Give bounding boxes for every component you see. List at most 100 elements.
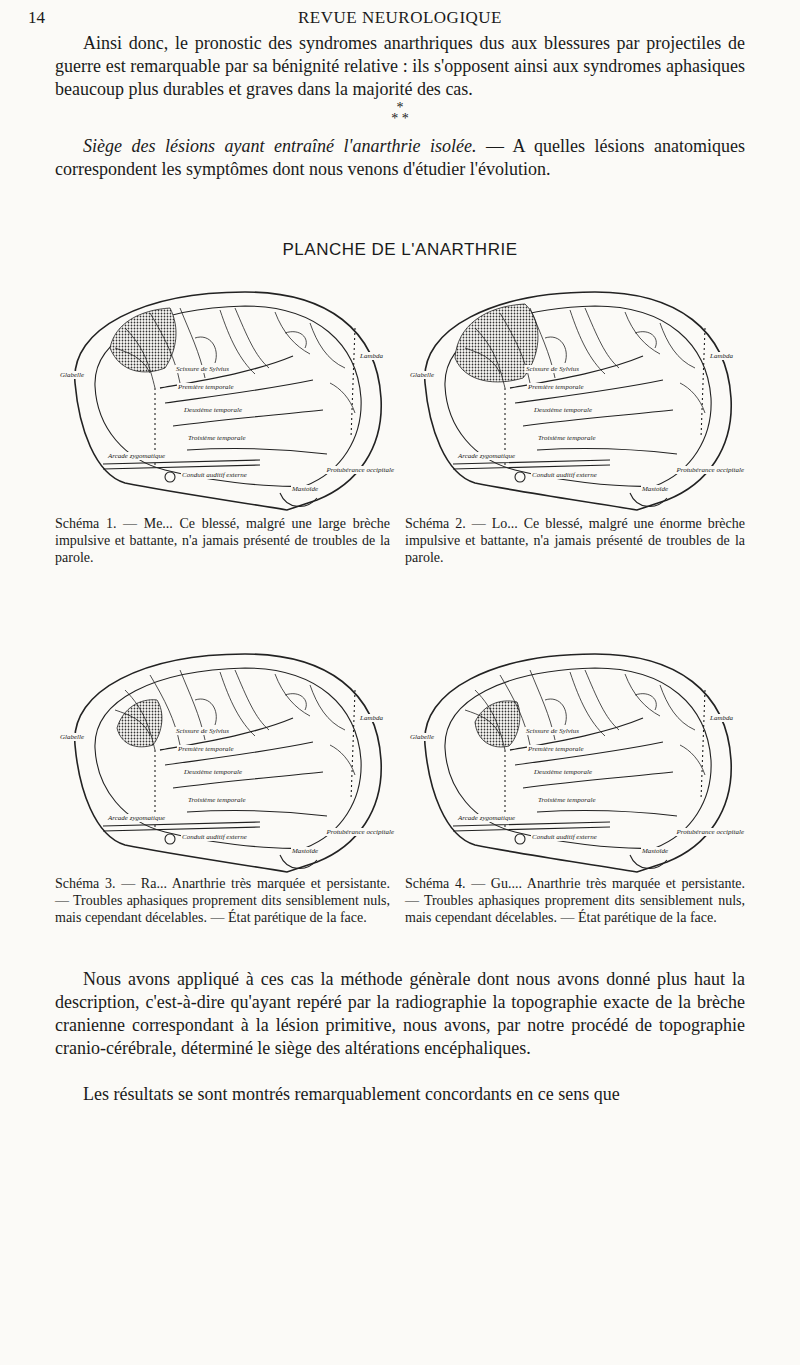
anatomy-label: Lambda — [359, 352, 384, 360]
italic-heading: Siège des lésions ayant entraîné l'anart… — [83, 136, 476, 156]
plate-title: PLANCHE DE L'ANARTHRIE — [150, 240, 650, 260]
gyrus-line — [680, 383, 705, 413]
gyrus-line — [125, 328, 155, 388]
anatomy-label: Glabelle — [59, 733, 85, 741]
section-break: * * — [380, 113, 420, 125]
gyrus-line — [285, 694, 306, 710]
reference-line — [351, 328, 355, 438]
gyrus-line — [195, 699, 216, 725]
anatomy-label: Troisième temporale — [187, 796, 247, 804]
brain-diagram — [75, 654, 381, 872]
temporal-sulcus — [515, 380, 663, 403]
temporal-sulcus — [537, 449, 677, 454]
gyrus-line — [195, 337, 216, 363]
anatomy-label: Mastoïde — [291, 485, 319, 493]
anatomy-label: Troisième temporale — [187, 434, 247, 442]
figure-caption: Schéma 1. — Me... Ce blessé, malgré une … — [55, 515, 390, 566]
temporal-sulcus — [165, 380, 313, 403]
anatomy-label: Glabelle — [59, 371, 85, 379]
temporal-sulcus — [165, 742, 313, 765]
gyrus-line — [275, 674, 310, 716]
gyrus-line — [475, 690, 505, 750]
gyrus-line — [585, 670, 619, 730]
reference-line — [701, 690, 705, 800]
gyrus-line — [235, 670, 269, 730]
brain-outline — [95, 306, 361, 486]
gyrus-line — [585, 308, 619, 368]
figure-caption: Schéma 4. — Gu.... Anarthrie très marqué… — [405, 875, 745, 926]
zygomatic-arch — [453, 822, 610, 831]
gyrus-line — [635, 332, 656, 348]
anatomy-label: Première temporale — [177, 745, 235, 753]
zygomatic-arch — [103, 822, 260, 831]
gyrus-line — [115, 348, 150, 373]
anatomy-label: Conduit auditif externe — [181, 471, 248, 479]
anatomy-label: Arcade zygomatique — [107, 814, 166, 822]
anatomy-label: Deuxième temporale — [183, 406, 243, 414]
gyrus-line — [625, 312, 660, 354]
anatomy-label: Protubérance occipitale — [675, 466, 745, 474]
anatomy-label: Lambda — [709, 352, 734, 360]
brain-diagram — [75, 292, 381, 510]
mastoid — [280, 855, 317, 868]
gyrus-line — [660, 323, 695, 368]
anatomy-label: Glabelle — [409, 371, 435, 379]
anatomy-label: Mastoïde — [641, 485, 669, 493]
anatomy-label: Protubérance occipitale — [325, 466, 395, 474]
gyrus-line — [465, 348, 500, 373]
mastoid — [280, 493, 317, 506]
anatomy-label: Deuxième temporale — [533, 406, 593, 414]
zygomatic-arch — [453, 460, 610, 469]
gyrus-line — [275, 312, 310, 354]
gyrus-line — [285, 332, 306, 348]
gyrus-line — [545, 699, 566, 725]
anatomy-label: Arcade zygomatique — [107, 452, 166, 460]
anatomy-label: Conduit auditif externe — [531, 833, 598, 841]
gyrus-line — [660, 685, 695, 730]
paragraph: Ainsi donc, le pronostic des syndromes a… — [55, 32, 745, 101]
reference-line — [701, 328, 705, 438]
mastoid — [630, 493, 667, 506]
brain-diagram — [425, 292, 731, 510]
ear-canal — [165, 472, 175, 482]
page-number: 14 — [28, 8, 68, 28]
anatomy-label: Arcade zygomatique — [457, 814, 516, 822]
figure-caption: Schéma 2. — Lo... Ce blessé, malgré une … — [405, 515, 745, 566]
gyrus-line — [330, 745, 355, 775]
gyrus-line — [635, 694, 656, 710]
gyrus-line — [115, 710, 150, 735]
brain-outline — [95, 668, 361, 848]
anatomy-label: Troisième temporale — [537, 796, 597, 804]
brain-diagram — [425, 654, 731, 872]
brain-outline — [445, 668, 711, 848]
anatomy-label: Protubérance occipitale — [325, 828, 395, 836]
zygomatic-arch — [103, 460, 260, 469]
anatomy-label: Deuxième temporale — [533, 768, 593, 776]
skull-outline — [425, 654, 731, 872]
anatomy-label: Scissure de Sylvius — [175, 727, 230, 735]
gyrus-line — [310, 685, 345, 730]
anatomy-label: Première temporale — [527, 745, 585, 753]
temporal-sulcus — [515, 742, 663, 765]
anatomy-label: Scissure de Sylvius — [525, 365, 580, 373]
anatomy-label: Scissure de Sylvius — [175, 365, 230, 373]
paragraph: Nous avons appliqué à ces cas la méthode… — [55, 968, 745, 1060]
figure-caption: Schéma 3. — Ra... Anarthrie très marquée… — [55, 875, 390, 926]
anatomy-label: Arcade zygomatique — [457, 452, 516, 460]
gyrus-line — [475, 328, 505, 388]
skull-outline — [425, 292, 731, 510]
anatomy-label: Conduit auditif externe — [531, 471, 598, 479]
anatomy-label: Protubérance occipitale — [675, 828, 745, 836]
gyrus-line — [465, 710, 500, 735]
temporal-sulcus — [537, 811, 677, 816]
gyrus-line — [330, 383, 355, 413]
skull-outline — [75, 292, 381, 510]
gyrus-line — [625, 674, 660, 716]
mastoid — [630, 855, 667, 868]
ear-canal — [165, 834, 175, 844]
gyrus-line — [125, 690, 155, 750]
anatomy-label: Deuxième temporale — [183, 768, 243, 776]
gyrus-line — [545, 337, 566, 363]
skull-outline — [75, 654, 381, 872]
